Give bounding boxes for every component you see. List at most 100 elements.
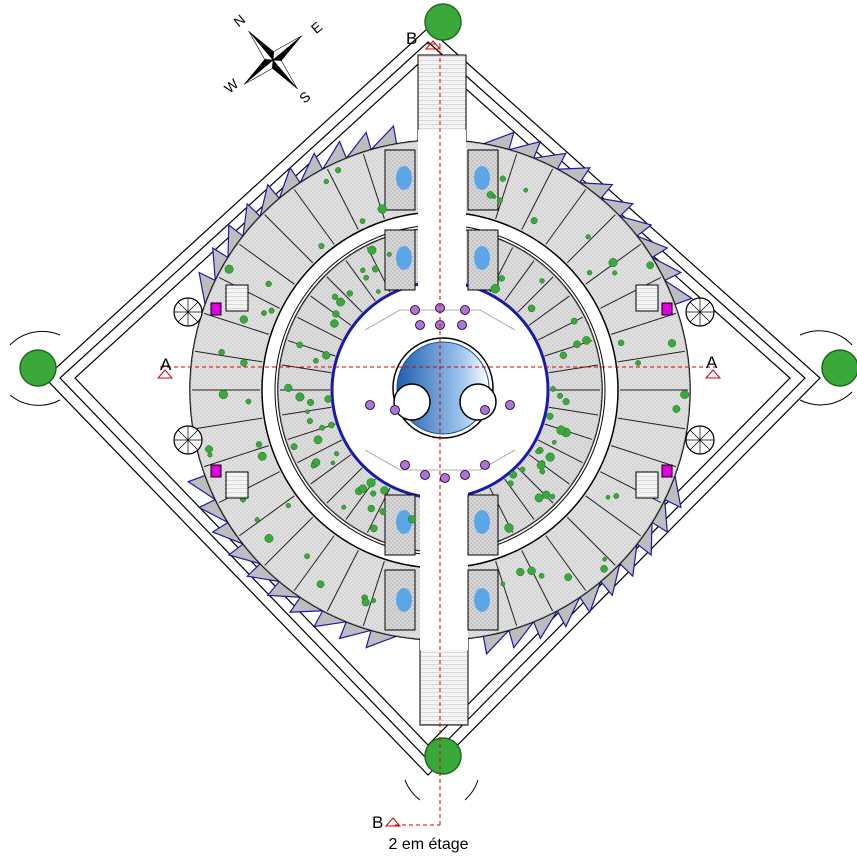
tree: [523, 187, 529, 193]
outer-partition: [585, 495, 641, 537]
tree: [667, 339, 677, 348]
inner-partition: [297, 316, 343, 341]
outer-partition: [203, 445, 269, 468]
tree: [496, 197, 503, 204]
tree: [539, 468, 546, 475]
tree: [527, 566, 536, 576]
section-label-a-right: A: [706, 353, 718, 372]
inner-partition: [345, 260, 376, 302]
inner-partition: [528, 454, 570, 485]
outer-partition: [264, 516, 314, 566]
inner-partition: [326, 276, 363, 313]
tree: [646, 261, 655, 270]
tree: [499, 175, 506, 182]
tree: [617, 339, 625, 347]
tree: [486, 191, 495, 199]
tree: [370, 490, 377, 497]
tree: [564, 573, 573, 582]
tree: [534, 493, 544, 503]
tree: [586, 270, 593, 276]
tree: [261, 310, 267, 316]
tree: [240, 359, 248, 367]
tree: [585, 234, 591, 240]
plaza-seat: [415, 320, 425, 330]
compass-label-s: S: [296, 88, 313, 106]
section-line-b: [395, 43, 441, 826]
tree: [330, 460, 336, 466]
tree: [254, 517, 260, 523]
outer-partition: [617, 417, 686, 430]
tree: [380, 486, 389, 495]
outer-partition: [194, 350, 263, 363]
outer-partition: [521, 550, 554, 612]
tree: [542, 490, 551, 499]
tree: [257, 451, 267, 461]
tree: [367, 504, 375, 513]
tree: [328, 421, 335, 429]
tree: [361, 598, 370, 607]
plaza-seat: [505, 400, 515, 410]
tree: [602, 556, 607, 562]
tree: [613, 493, 620, 499]
tree: [296, 341, 304, 349]
tree: [323, 178, 329, 185]
tree: [573, 340, 581, 349]
tree: [207, 452, 213, 458]
tree: [295, 392, 305, 402]
tree: [358, 484, 368, 493]
inner-partition: [517, 276, 554, 313]
plaza-seat: [440, 473, 450, 483]
tree: [310, 463, 317, 469]
tree: [556, 425, 566, 435]
corner-roundabouts: [9, 3, 857, 801]
tree: [306, 417, 313, 425]
compass-label-w: W: [221, 75, 242, 96]
outer-partition: [218, 276, 280, 309]
outer-partition: [326, 550, 359, 612]
tree: [612, 270, 618, 276]
tree: [305, 409, 310, 415]
inner-partition: [548, 406, 599, 416]
tree: [562, 398, 570, 406]
outer-partition: [617, 350, 686, 363]
plaza-seat: [460, 470, 470, 480]
compass-rose: [243, 30, 303, 90]
tree: [359, 218, 366, 224]
tree: [224, 264, 234, 274]
tree: [386, 251, 392, 257]
tree: [264, 533, 274, 543]
tree: [519, 466, 526, 473]
tree: [316, 580, 325, 589]
outer-partition: [293, 189, 335, 245]
outer-partition: [495, 561, 518, 627]
inner-partition: [504, 260, 535, 302]
section-arrows: [156, 40, 722, 827]
tree: [336, 297, 345, 307]
outer-partition: [203, 312, 269, 335]
tree: [360, 267, 366, 273]
tree: [334, 451, 340, 457]
inner-partition: [310, 454, 352, 485]
tree: [313, 357, 319, 364]
section-label-b-bottom: B: [372, 813, 383, 832]
outer-partition: [521, 168, 554, 230]
inner-partition: [528, 295, 570, 326]
outer-partition: [495, 153, 518, 219]
tree: [504, 523, 514, 533]
tree: [239, 315, 248, 324]
tree: [332, 310, 340, 318]
plaza-seat: [480, 460, 490, 470]
tree: [268, 307, 275, 314]
courtyard-gaps: [384, 130, 499, 650]
outer-partition: [566, 214, 616, 264]
plaza-seat: [400, 460, 410, 470]
tree: [313, 435, 323, 445]
tree: [341, 504, 347, 510]
outer-partition: [611, 312, 677, 335]
floor-caption: 2 em étage: [388, 836, 469, 853]
vegetation: [205, 167, 690, 607]
outer-partition: [600, 276, 662, 309]
outer-facade: [186, 124, 694, 656]
plaza-seat: [460, 305, 470, 315]
tree: [377, 204, 387, 214]
